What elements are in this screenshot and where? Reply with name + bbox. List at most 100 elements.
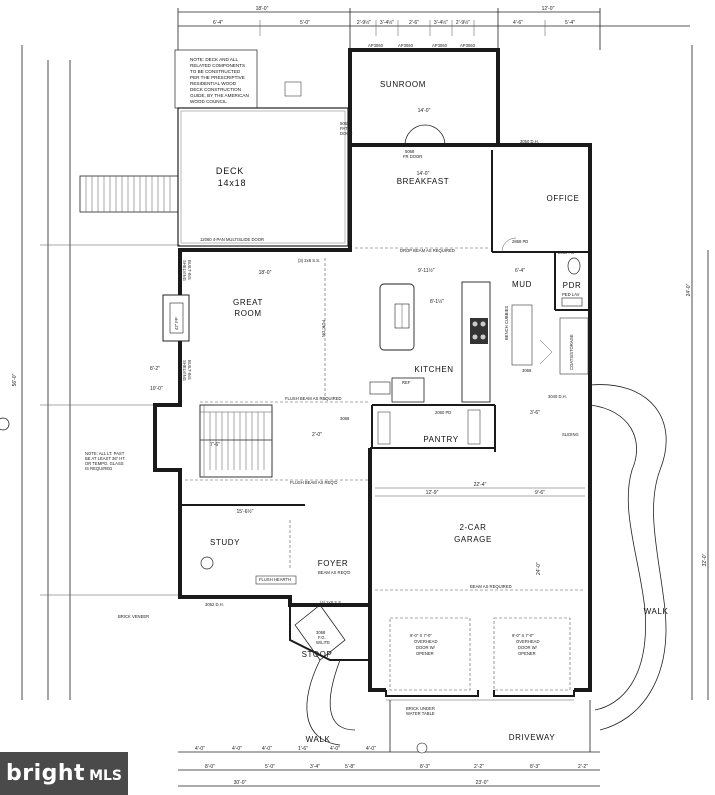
dim-b2-4: 5'-8"	[345, 764, 355, 770]
svg-text:9'-11½": 9'-11½"	[418, 267, 435, 274]
label-header-1: (3) 2x8 S.S.	[298, 258, 320, 263]
label-flush-beam-1: FLUSH BEAM AS REQUIRED	[285, 396, 342, 401]
svg-text:3040 D.H.: 3040 D.H.	[548, 394, 567, 399]
study-foyer: 15'-6½" STUDY FOYER BEAM AS REQ'D FLUSH …	[118, 504, 350, 619]
svg-text:W/LITE: W/LITE	[316, 640, 330, 645]
dim-left-total: 56'-0"	[12, 373, 18, 386]
svg-text:BEAM AS REQUIRED: BEAM AS REQUIRED	[470, 584, 512, 589]
dim-b1-6: 4'-0"	[366, 746, 376, 752]
dim-top-3: 2'-9½"	[357, 19, 371, 26]
label-ref: REF	[402, 380, 411, 385]
dim-top-6: 3'-4½"	[434, 19, 448, 26]
svg-text:7'-6": 7'-6"	[210, 442, 220, 448]
svg-text:3052 D.H.: 3052 D.H.	[205, 602, 224, 607]
dim-b2-6: 2'-2"	[474, 764, 484, 770]
svg-text:AP3060: AP3060	[368, 43, 384, 48]
dim-b2-7: 8'-3"	[530, 764, 540, 770]
label-garage-2: GARAGE	[454, 535, 492, 544]
brand-suffix: MLS	[89, 767, 122, 784]
cooktop-icon	[470, 318, 488, 344]
svg-text:OPENER: OPENER	[518, 651, 536, 656]
label-office: OFFICE	[547, 194, 580, 203]
label-fireplace: 42" FP	[174, 317, 179, 330]
svg-text:3050 D.H.: 3050 D.H.	[520, 139, 539, 144]
garage: 2-CAR GARAGE 12'-9" 9'-6" 22'-4" BEAM AS…	[375, 394, 585, 716]
svg-text:OR TEMPO. GLASS: OR TEMPO. GLASS	[85, 461, 124, 466]
dim-b1-2: 4'-0"	[232, 746, 242, 752]
dim-garage-2: 9'-6"	[535, 490, 545, 496]
dim-b2-5: 8'-3"	[420, 764, 430, 770]
label-foyer: FOYER	[318, 559, 349, 568]
dim-right-1: 24'-0"	[686, 283, 692, 296]
stoop: STOOP 3068 F.G. W/LITE	[289, 604, 371, 661]
deck-note-box: NOTE: DECK AND ALL RELATED COMPONENTS TO…	[174, 49, 258, 109]
dim-bottom-total-2: 23'-0"	[476, 780, 489, 786]
label-stoop: STOOP	[302, 650, 333, 659]
label-breakfast: BREAKFAST	[397, 177, 450, 186]
dim-top-4: 3'-4½"	[380, 19, 394, 26]
svg-text:10'-0": 10'-0"	[150, 386, 163, 392]
label-deck-size: 14x18	[218, 178, 247, 188]
dim-b2-3: 3'-4"	[310, 764, 320, 770]
label-walk-left: WALK	[306, 735, 331, 744]
svg-text:3068: 3068	[316, 630, 326, 635]
label-pdr: PDR	[563, 281, 582, 290]
svg-text:COATS/STORAGE: COATS/STORAGE	[569, 334, 574, 370]
svg-text:2060 PD: 2060 PD	[558, 250, 574, 255]
svg-text:5068: 5068	[340, 121, 350, 126]
svg-text:SLIDING: SLIDING	[562, 432, 579, 437]
pantry: PANTRY 2060 PD	[377, 409, 481, 445]
label-study: STUDY	[210, 538, 240, 547]
svg-text:AP3060: AP3060	[398, 43, 414, 48]
dim-sunroom: 14'-0"	[418, 108, 431, 114]
sunroom: AP3060 AP3060 AP3060 AP3060 SUNROOM 14'-…	[340, 43, 500, 159]
great-room: GREAT ROOM 18'-0" (3) 2x8 S.S. FUR. DN 4…	[162, 258, 370, 403]
mls-watermark: bright MLS	[0, 752, 128, 795]
dim-top-9: 5'-4"	[565, 20, 575, 26]
svg-text:9'-0" X 7'-0": 9'-0" X 7'-0"	[410, 633, 432, 638]
interior-dimensions: 9'-11½" 6'-4" 8'-1½" 2'-0" 7'-6" 10'-0" …	[150, 267, 540, 448]
north-arrow-icon	[0, 417, 10, 431]
dim-b1-5: 4'-0"	[330, 746, 340, 752]
label-deck: DECK	[216, 166, 244, 176]
svg-text:SHELVING: SHELVING	[182, 360, 187, 381]
svg-text:TO BE CONSTRUCTED: TO BE CONSTRUCTED	[190, 69, 241, 74]
svg-text:OVERHEAD: OVERHEAD	[516, 639, 540, 644]
dim-b1-3: 4'-0"	[262, 746, 272, 752]
svg-text:RESIDENTIAL WOOD: RESIDENTIAL WOOD	[190, 81, 237, 86]
label-sunroom: SUNROOM	[380, 80, 426, 89]
svg-text:GUIDE, BY THE AMERICAN: GUIDE, BY THE AMERICAN	[190, 93, 249, 98]
label-mud: MUD	[512, 280, 532, 289]
stairs: FLUSH BEAM AS REQ'D NOTE: ALL LT. PAST B…	[85, 404, 370, 485]
svg-text:FR DOOR: FR DOOR	[403, 154, 422, 159]
dim-top-5: 2'-6"	[409, 20, 419, 26]
svg-text:NOTE: DECK AND ALL: NOTE: DECK AND ALL	[190, 57, 238, 62]
label-driveway: DRIVEWAY	[509, 733, 556, 742]
svg-text:BRICK UNDER: BRICK UNDER	[406, 706, 435, 711]
dim-top-8: 4'-6"	[513, 20, 523, 26]
svg-text:2'-0": 2'-0"	[312, 432, 322, 438]
dim-garage-depth: 24'-0"	[536, 562, 542, 575]
dim-top-1: 6'-4"	[213, 20, 223, 26]
svg-text:DOOR W/: DOOR W/	[416, 645, 436, 650]
svg-text:DECK CONSTRUCTION: DECK CONSTRUCTION	[190, 87, 241, 92]
svg-text:DOOR W/: DOOR W/	[518, 645, 538, 650]
svg-text:AP3060: AP3060	[432, 43, 448, 48]
dim-garage-1: 12'-9"	[426, 490, 439, 496]
label-room: ROOM	[234, 309, 261, 318]
label-pantry: PANTRY	[423, 435, 458, 444]
dim-b2-1: 8'-0"	[205, 764, 215, 770]
svg-text:DOOR: DOOR	[340, 131, 353, 136]
svg-text:IS REQUIRED: IS REQUIRED	[85, 466, 112, 471]
dim-breakfast: 14'-0"	[417, 171, 430, 177]
top-dimensions: 18'-0" 12'-0" 6'-4" 5'-0" 2'-9½" 3'-4½" …	[177, 6, 690, 50]
svg-text:BE AT LEAST 36" HT.: BE AT LEAST 36" HT.	[85, 456, 126, 461]
label-drop-beam: DROP BEAM AS REQUIRED	[400, 248, 455, 253]
dim-great: 18'-0"	[259, 270, 272, 276]
side-dimensions: 56'-0" 24'-0" 32'-0" 30'-0" 23'-0" 4'-0"…	[12, 45, 709, 787]
svg-text:9'-0" X 7'-0": 9'-0" X 7'-0"	[512, 633, 534, 638]
dim-study: 15'-6½"	[237, 508, 254, 515]
svg-text:F.G.: F.G.	[318, 635, 326, 640]
toilet-icon	[567, 257, 581, 275]
svg-text:SHELVING: SHELVING	[182, 260, 187, 281]
